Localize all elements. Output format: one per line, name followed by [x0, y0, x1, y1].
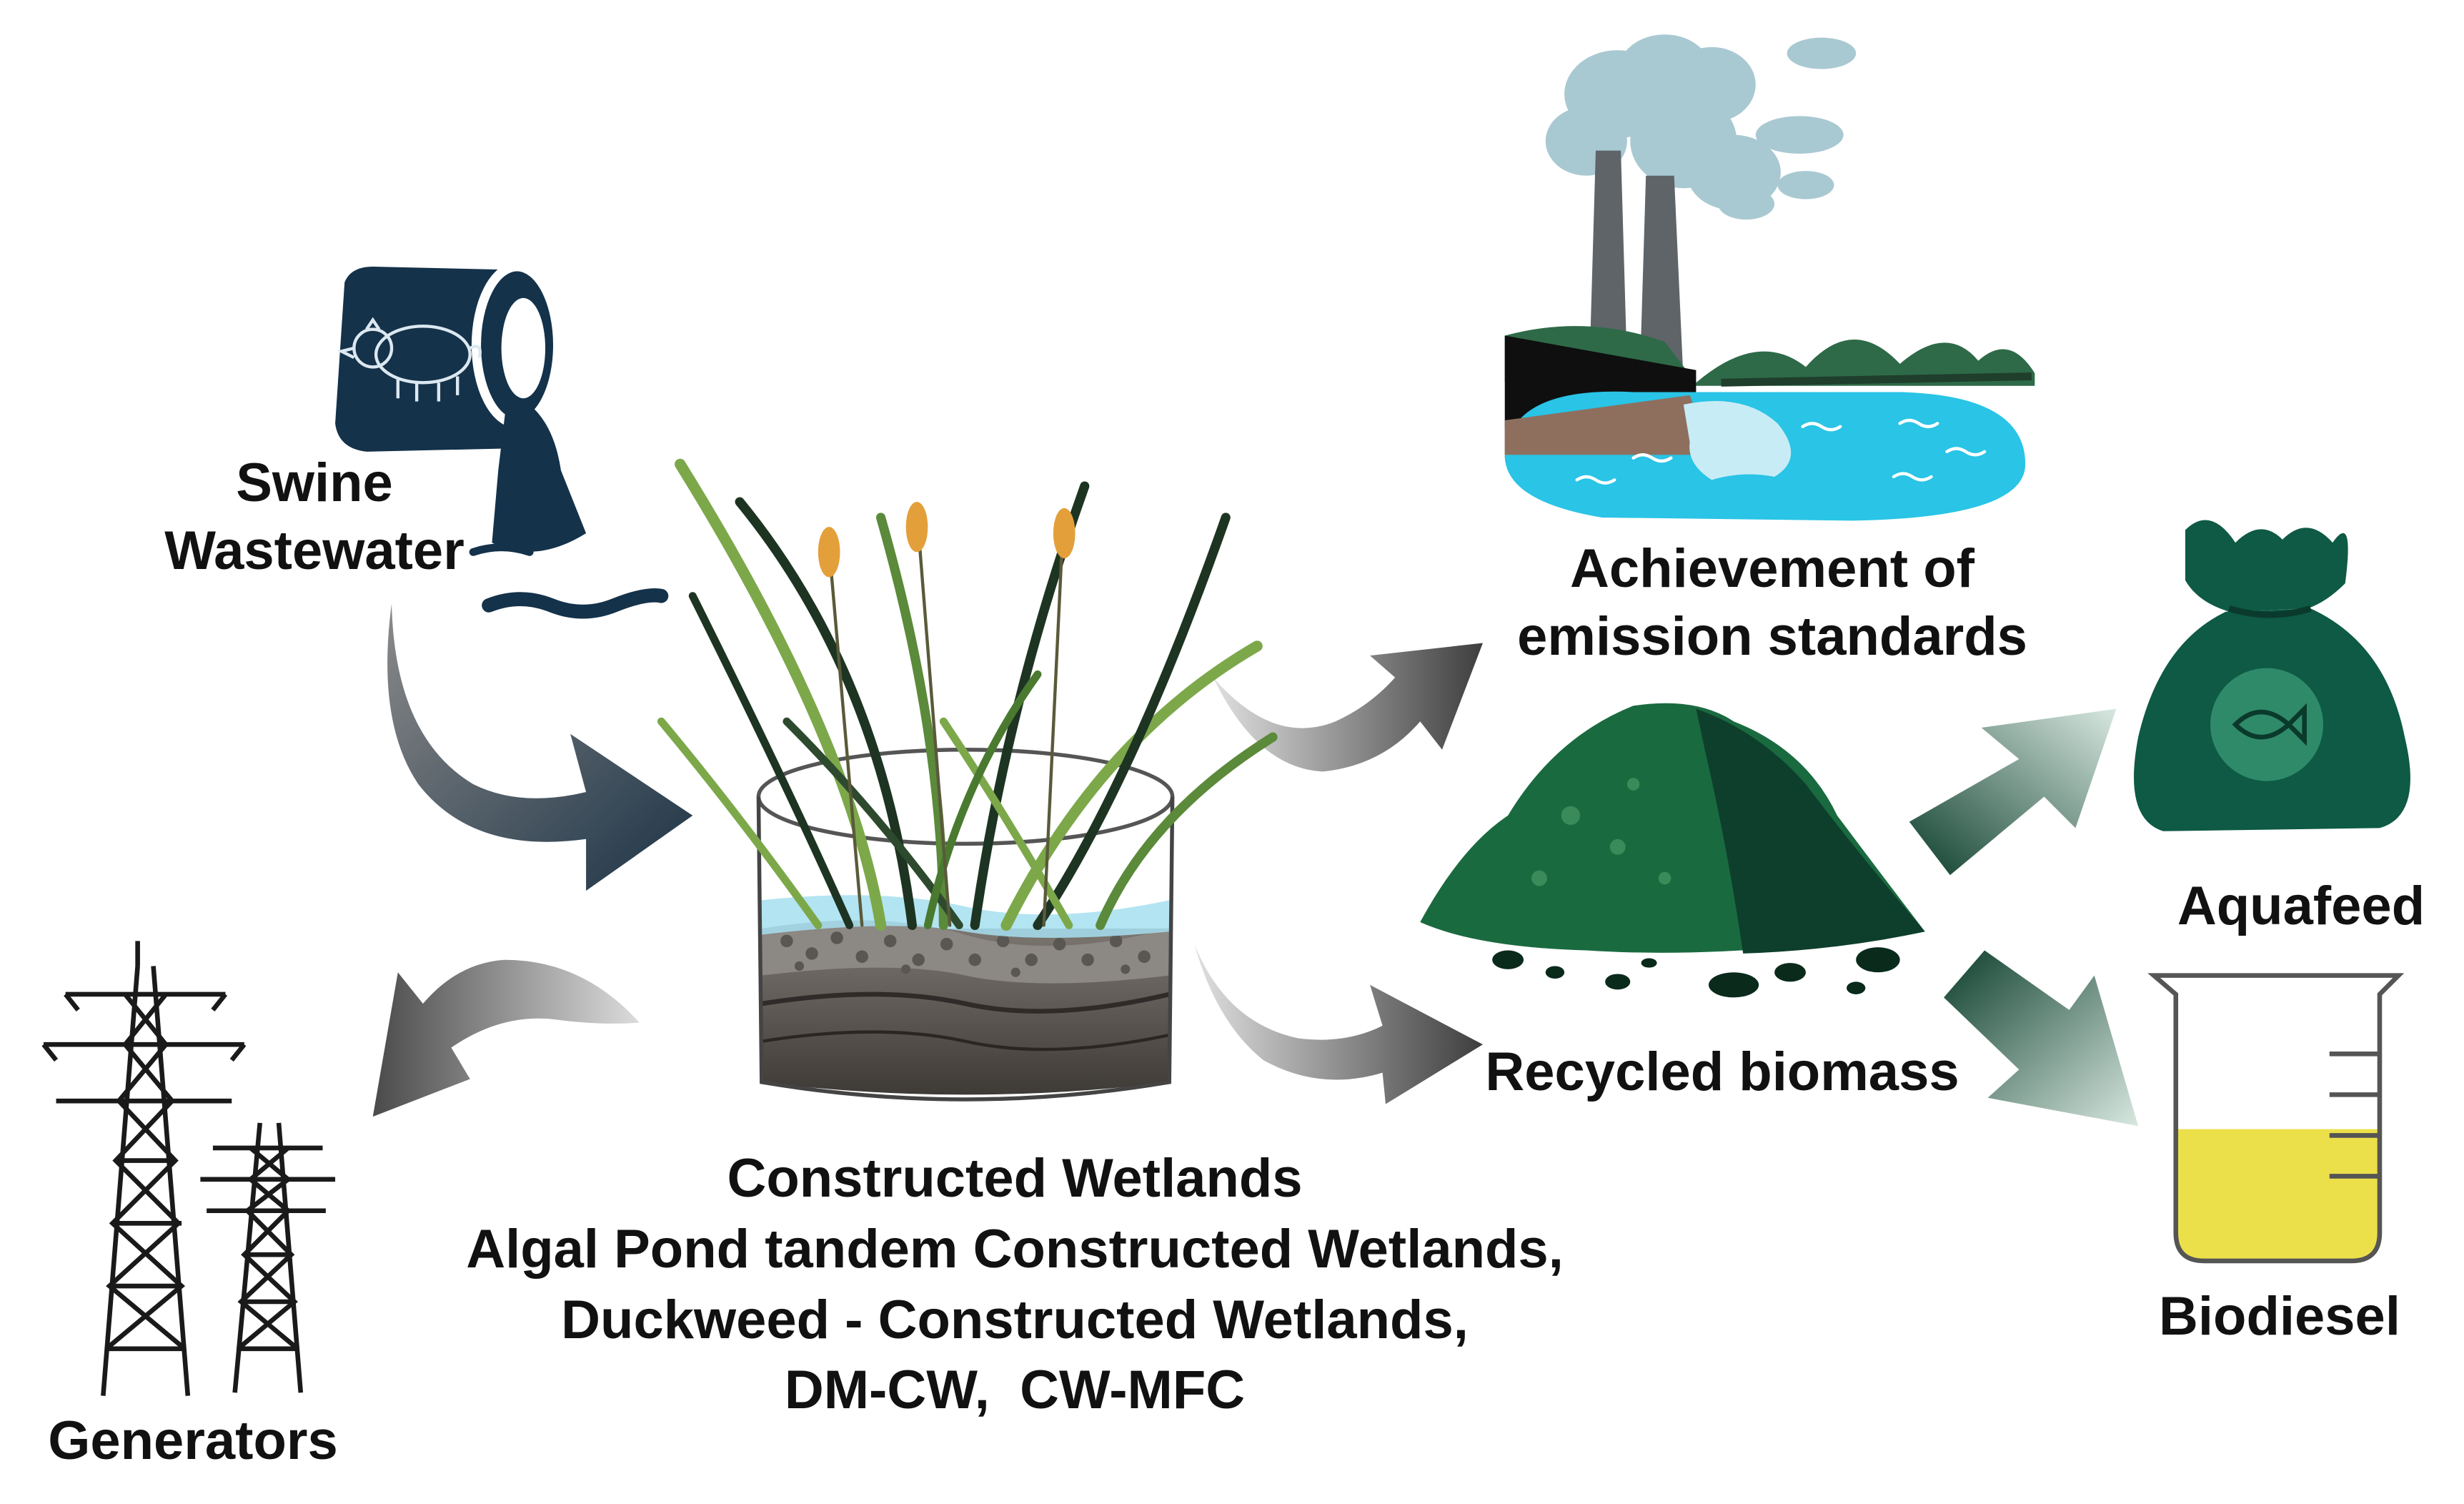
- arrow-to-biomass: [1194, 944, 1484, 1104]
- arrow-to-biodiesel: [1944, 950, 2139, 1127]
- recycled-biomass-label-text: Recycled biomass: [1485, 1042, 1959, 1102]
- beaker-icon: [2147, 973, 2405, 1264]
- wetland-method-line-1: Constructed Wetlands: [727, 1148, 1303, 1209]
- wetland-tank-icon: [657, 458, 1278, 1102]
- arrow-to-wetland: [387, 603, 693, 891]
- wetland-methods-label: Constructed Wetlands Algal Pond tandem C…: [336, 1144, 1694, 1426]
- generators-label: Generators: [7, 1407, 379, 1475]
- arrow-to-generators: [372, 959, 640, 1117]
- biodiesel-label: Biodiesel: [2115, 1282, 2444, 1350]
- swine-label-line2: Wastewater: [164, 520, 465, 581]
- biodiesel-label-text: Biodiesel: [2159, 1286, 2400, 1347]
- aquafeed-label: Aquafeed: [2137, 872, 2464, 940]
- wetland-method-line-4: DM-CW, CW-MFC: [784, 1360, 1246, 1421]
- swine-label-line1: Swine: [236, 452, 393, 513]
- emission-standards-label: Achievement of emission standards: [1451, 535, 2094, 671]
- fish-icon: [2232, 703, 2307, 746]
- power-tower-icon: [41, 941, 336, 1396]
- pig-icon: [337, 317, 482, 402]
- wetland-method-line-3: Duckweed - Constructed Wetlands,: [561, 1289, 1469, 1350]
- wetland-method-line-2: Algal Pond tandem Constructed Wetlands,: [466, 1218, 1564, 1280]
- emission-label-line2: emission standards: [1517, 606, 2027, 667]
- recycled-biomass-label: Recycled biomass: [1422, 1038, 2022, 1106]
- feed-bag-icon: [2134, 520, 2410, 831]
- factory-icon: [1504, 34, 2035, 521]
- aquafeed-label-text: Aquafeed: [2177, 876, 2425, 936]
- emission-label-line1: Achievement of: [1570, 538, 1974, 599]
- swine-wastewater-label: Swine Wastewater: [129, 449, 500, 585]
- generators-label-text: Generators: [48, 1410, 338, 1471]
- biomass-pile-icon: [1420, 703, 1925, 998]
- arrow-to-aquafeed: [1909, 708, 2117, 876]
- arrow-to-emission: [1213, 643, 1484, 772]
- wastewater-pipe-icon: [335, 262, 669, 619]
